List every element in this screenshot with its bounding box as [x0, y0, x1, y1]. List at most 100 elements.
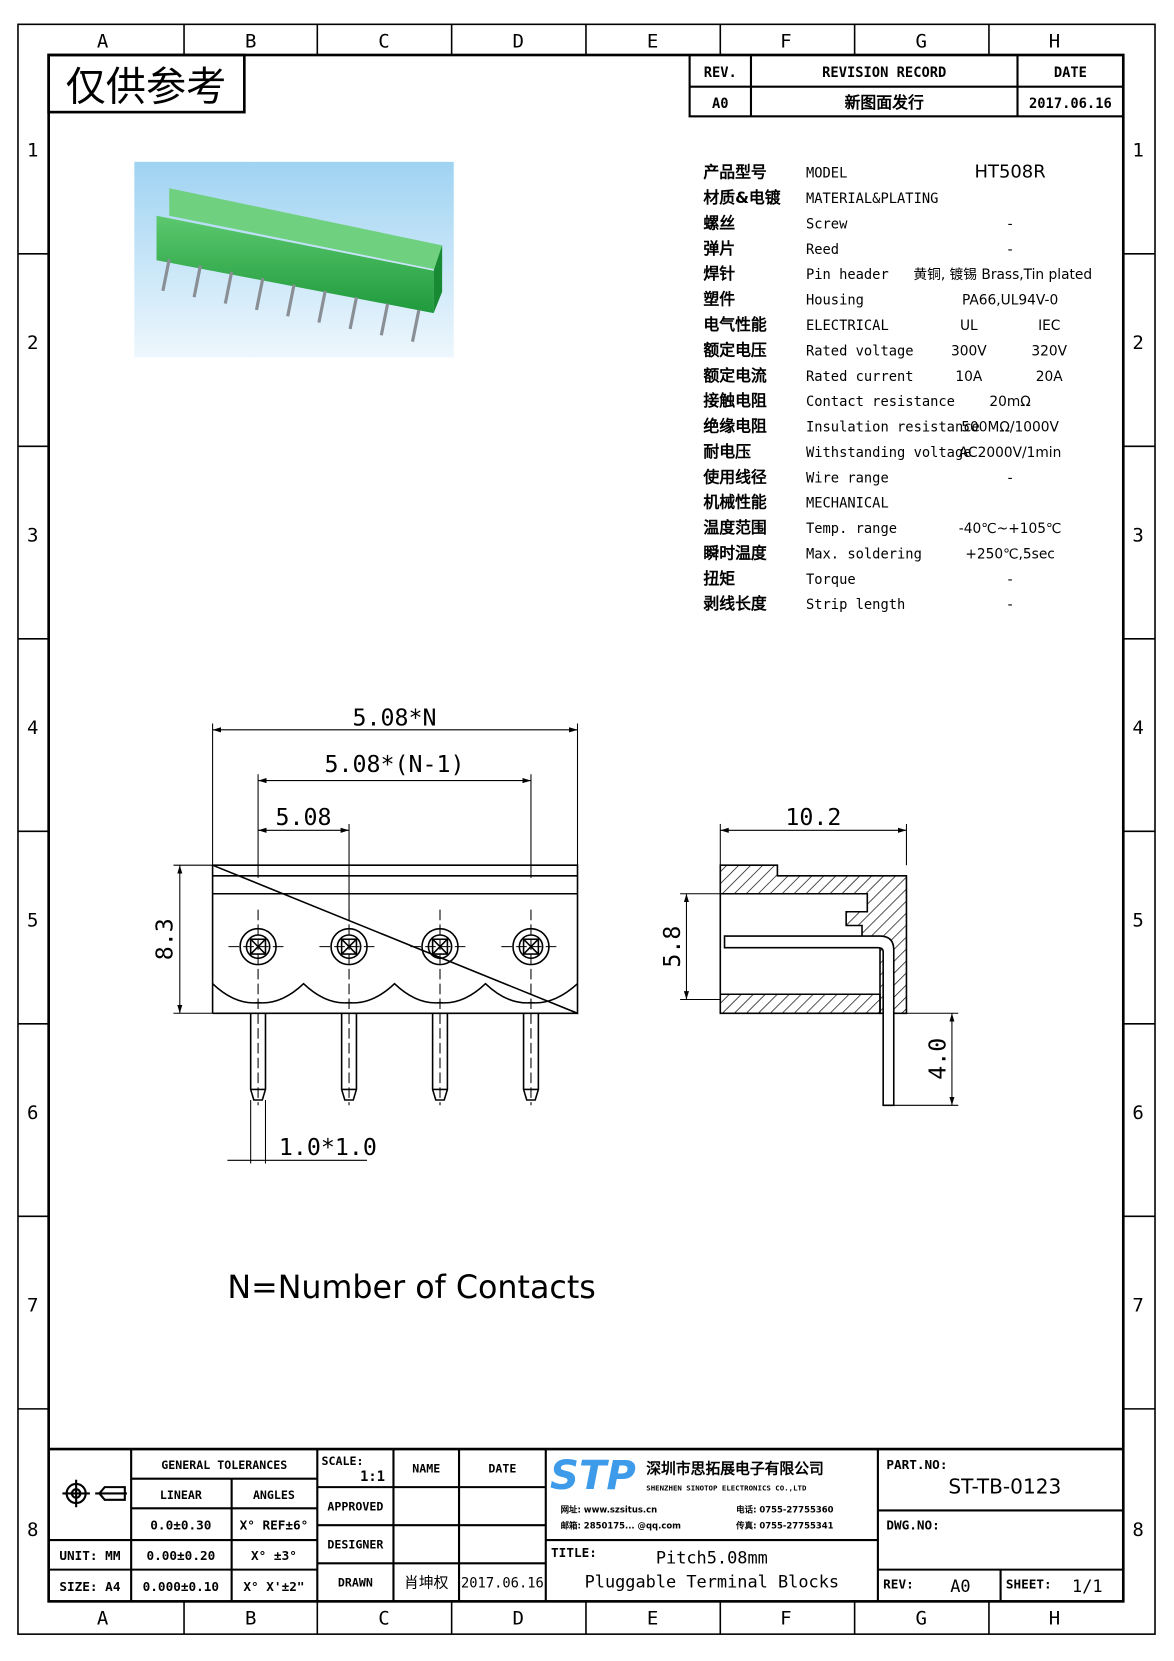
linear-label: LINEAR	[160, 1488, 202, 1502]
column-label-b: B	[245, 1608, 256, 1630]
company-fax: 传真: 0755-27755341	[735, 1520, 833, 1530]
spec-value-iec: 20A	[1036, 369, 1063, 385]
dim-total-length: 5.08*N	[353, 705, 437, 732]
spec-value: AC2000V/1min	[959, 445, 1061, 461]
column-label-e: E	[647, 31, 658, 53]
spec-label-en: Screw	[806, 216, 848, 232]
dwg-no-label: DWG.NO:	[886, 1517, 939, 1532]
spec-label-en: Rated current	[806, 369, 914, 385]
column-label-f: F	[780, 31, 791, 53]
spec-label-en: Strip length	[806, 597, 905, 613]
part-no-label: PART.NO:	[886, 1457, 947, 1472]
column-label-h: H	[1049, 1608, 1060, 1630]
column-label-e: E	[647, 1608, 658, 1630]
spec-label-en: MATERIAL&PLATING	[806, 191, 938, 207]
spec-value: 500MΩ/1000V	[961, 420, 1059, 436]
row-label-4: 4	[1132, 717, 1143, 739]
sheet-label: SHEET:	[1006, 1577, 1052, 1592]
spec-label-cn: 额定电压	[703, 340, 767, 359]
angles-label: ANGLES	[253, 1488, 295, 1502]
stamp-text: 仅供参考	[66, 64, 227, 110]
spec-value: HT508R	[974, 162, 1045, 183]
part-no-value: ST-TB-0123	[948, 1474, 1061, 1498]
spec-value: 300V	[951, 343, 987, 359]
column-label-a: A	[97, 31, 109, 53]
spec-label-cn: 螺丝	[703, 213, 735, 232]
title-line-1: Pitch5.08mm	[656, 1547, 768, 1567]
spec-label-en: ELECTRICAL	[806, 318, 889, 334]
spec-label-en: Withstanding voltage	[806, 445, 972, 461]
column-label-b: B	[245, 31, 256, 53]
row-label-3: 3	[1132, 525, 1143, 547]
spec-row: 剥线长度 Strip length -	[703, 594, 1012, 613]
designer-label: DESIGNER	[327, 1537, 383, 1551]
spec-value: UL	[960, 318, 978, 334]
dim-pin-span: 5.08*(N-1)	[325, 751, 465, 778]
row-label-4: 4	[27, 717, 38, 739]
spec-label-cn: 电气性能	[703, 315, 767, 334]
rev-value: A0	[712, 96, 729, 112]
spec-label-cn: 剥线长度	[703, 594, 767, 613]
spec-label-en: Reed	[806, 242, 839, 258]
logo-text: STP	[550, 1453, 636, 1499]
column-label-a: A	[97, 1608, 109, 1630]
company-website: 网址: www.szsitus.cn	[561, 1505, 658, 1515]
spec-label-cn: 接触电阻	[703, 391, 767, 410]
dim-side-height: 5.8	[659, 926, 686, 968]
column-label-g: G	[916, 31, 927, 53]
spec-row: 电气性能 ELECTRICAL UL IEC	[703, 315, 1060, 334]
note-contacts: N=Number of Contacts	[227, 1270, 595, 1306]
spec-value: 黄铜, 镀锡 Brass,Tin plated	[913, 266, 1092, 283]
spec-label-en: MECHANICAL	[806, 496, 889, 512]
pin-contact	[319, 909, 379, 1106]
column-label-f: F	[780, 1608, 791, 1630]
rev-header: REV.	[704, 65, 737, 81]
row-label-7: 7	[1132, 1295, 1143, 1317]
spec-label-en: Housing	[806, 293, 864, 309]
tol-linear-1: 0.0±0.30	[150, 1517, 211, 1532]
spec-label-cn: 塑件	[703, 290, 735, 309]
spec-value: -	[1008, 597, 1013, 613]
drawn-date: 2017.06.16	[461, 1576, 544, 1592]
spec-value: 20mΩ	[989, 394, 1030, 410]
tol-angle-3: X° X'±2"	[243, 1579, 304, 1594]
company-logo: STP	[550, 1453, 636, 1499]
pin-contact	[410, 909, 470, 1106]
revision-table	[688, 53, 1125, 118]
revision-description: 新图面发行	[845, 93, 924, 112]
spec-label-en: Temp. range	[806, 521, 897, 537]
column-label-c: C	[378, 1608, 389, 1630]
column-label-h: H	[1049, 31, 1060, 53]
spec-value: -	[1008, 572, 1013, 588]
scale-label: SCALE:	[322, 1454, 364, 1468]
spec-label-cn: 使用线径	[702, 467, 767, 486]
spec-value: 10A	[955, 369, 982, 385]
column-label-d: D	[513, 1608, 524, 1630]
spec-label-cn: 绝缘电阻	[703, 417, 767, 436]
stamp-box: 仅供参考	[47, 53, 246, 114]
projection-symbol	[62, 1479, 127, 1508]
dim-depth: 10.2	[785, 804, 841, 831]
company-name-cn: 深圳市思拓展电子有限公司	[646, 1459, 824, 1477]
column-label-c: C	[378, 31, 389, 53]
rev-label-tb: REV:	[883, 1577, 914, 1592]
row-label-7: 7	[27, 1295, 38, 1317]
general-tolerances-label: GENERAL TOLERANCES	[161, 1458, 287, 1472]
spec-label-cn: 额定电流	[703, 366, 767, 385]
spec-value-iec: IEC	[1038, 318, 1060, 334]
row-label-1: 1	[27, 140, 38, 162]
rev-value-tb: A0	[950, 1576, 970, 1596]
company-email: 邮箱: 2850175... @qq.com	[561, 1520, 682, 1530]
name-header: NAME	[412, 1461, 440, 1475]
pin-contact	[228, 909, 288, 1106]
revision-date: 2017.06.16	[1029, 96, 1112, 112]
